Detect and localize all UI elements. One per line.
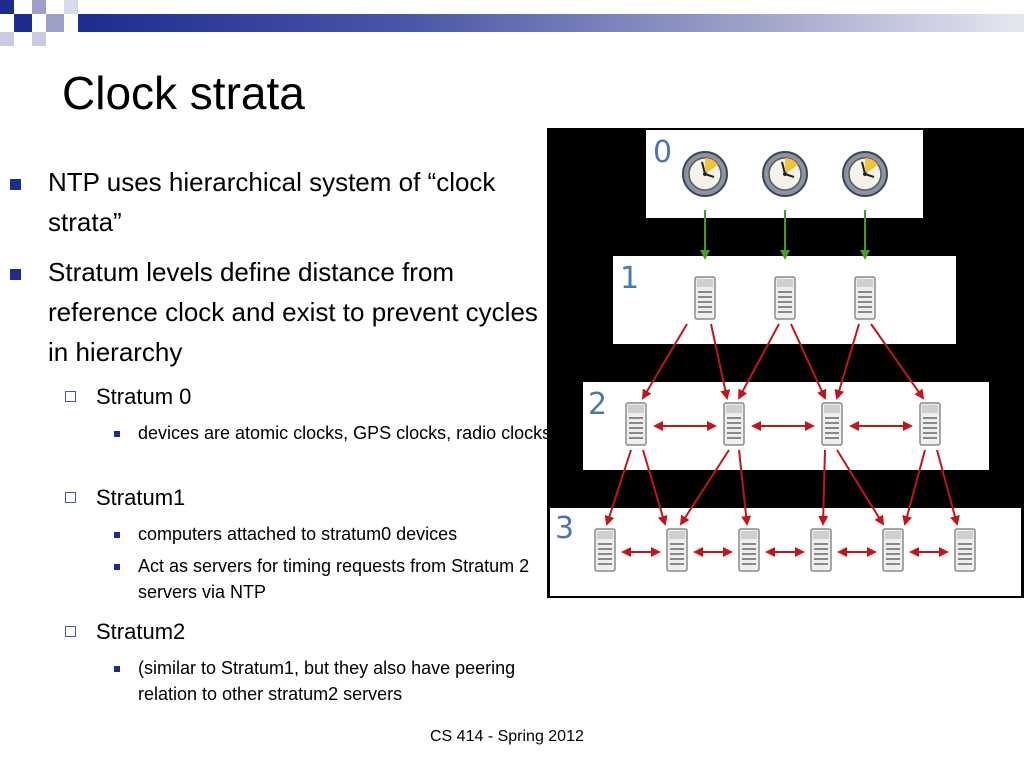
sub-item-stratum2-label: Stratum2 (96, 619, 186, 644)
arrow-2-3 (836, 449, 885, 526)
point-stratum2-1-text: (similar to Stratum1, but they also have… (138, 658, 516, 704)
header-square-5 (0, 32, 14, 46)
header-square-7 (64, 0, 78, 14)
arrow-2-3 (902, 449, 926, 526)
server-icon (774, 276, 796, 320)
server-icon (723, 402, 745, 446)
point-marker (114, 564, 120, 570)
point-marker (114, 666, 120, 672)
server-icon (854, 276, 876, 320)
clock-icon (682, 151, 728, 197)
bullet-marker (10, 179, 21, 190)
sub-item-stratum0-label: Stratum 0 (96, 384, 192, 409)
arrow-2-3 (738, 449, 752, 526)
arrow-1-2 (710, 323, 731, 400)
bullet-1-text: NTP uses hierarchical system of “clock s… (48, 167, 496, 237)
bullet-2-text: Stratum levels define distance from refe… (48, 257, 538, 367)
slide-title: Clock strata (62, 67, 305, 119)
slide-footer: CS 414 - Spring 2012 (430, 728, 584, 745)
server-icon (954, 528, 976, 572)
point-stratum1-2-text: Act as servers for timing requests from … (138, 556, 530, 602)
server-icon (821, 402, 843, 446)
arrow-2-3 (818, 449, 829, 526)
header-square-4 (46, 14, 64, 32)
arrow-2-3 (936, 449, 960, 526)
server-icon (666, 528, 688, 572)
server-icon (919, 402, 941, 446)
arrow-1-2 (790, 323, 827, 400)
server-icon (694, 276, 716, 320)
server-icon (594, 528, 616, 572)
header-square-6 (32, 32, 46, 46)
header-square-2 (14, 14, 32, 32)
sub-bullet-marker (65, 492, 76, 503)
header-square-1 (0, 0, 14, 14)
level-2-label: 2 (588, 387, 607, 422)
point-marker (114, 532, 120, 538)
arrow-2-3 (642, 449, 668, 526)
arrow-1-2 (738, 323, 780, 400)
sub-bullet-marker (65, 391, 76, 402)
arrow-2-3 (604, 449, 632, 526)
point-marker (114, 431, 120, 437)
header-square-3 (32, 0, 46, 14)
arrow-1-2 (870, 323, 925, 400)
header-gradient-bar (78, 14, 1024, 32)
arrow-1-2 (641, 323, 688, 400)
header-band (0, 0, 1024, 48)
clock-icon (762, 151, 808, 197)
server-icon (625, 402, 647, 446)
level-0-label: 0 (653, 135, 672, 170)
arrow-1-2 (834, 323, 860, 400)
arrow-2-3 (679, 449, 730, 526)
sub-bullet-marker (65, 626, 76, 637)
server-icon (810, 528, 832, 572)
server-icon (738, 528, 760, 572)
strata-diagram: 0 1 2 3 (547, 128, 1024, 598)
level-1-label: 1 (620, 261, 639, 296)
point-stratum0-1-text: devices are atomic clocks, GPS clocks, r… (138, 423, 552, 443)
bullet-marker (10, 269, 21, 280)
level-3-label: 3 (555, 511, 574, 546)
clock-icon (842, 151, 888, 197)
sub-item-stratum1-label: Stratum1 (96, 485, 186, 510)
point-stratum1-1-text: computers attached to stratum0 devices (138, 524, 458, 544)
server-icon (882, 528, 904, 572)
